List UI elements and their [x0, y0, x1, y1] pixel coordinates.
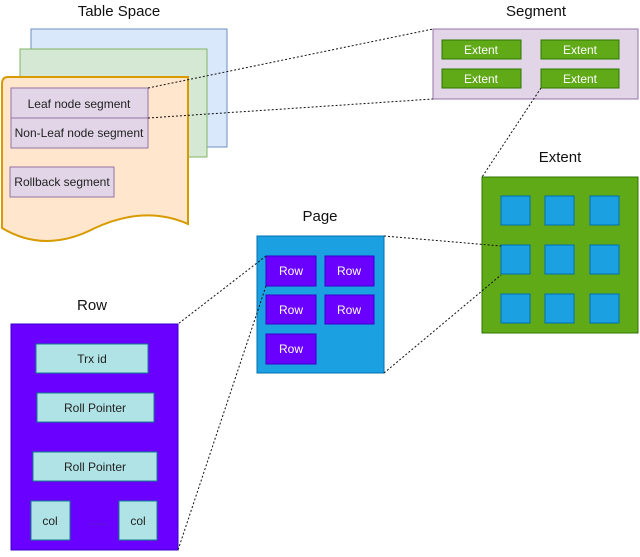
leaf-node-segment-label: Leaf node segment	[28, 97, 131, 111]
extent-page-3	[589, 195, 620, 226]
extent-page-grid	[500, 195, 620, 324]
connector-extent-page-to-page-top	[383, 235, 502, 247]
page-row-2	[324, 255, 375, 287]
page-row-4	[324, 294, 375, 325]
connector-leaf-to-segment-top	[147, 28, 434, 89]
rollback-segment-box	[9, 166, 115, 198]
connector-segment-extent-to-extent	[481, 87, 542, 178]
segment-extent-2	[540, 39, 620, 60]
extent-page-4	[500, 244, 531, 275]
leaf-node-segment-box	[10, 87, 149, 119]
connector-extent-page-to-page-bottom	[383, 274, 502, 374]
roll-pointer-field-2	[32, 451, 158, 482]
extent-page-2	[544, 195, 575, 226]
connector-page-row-to-row-top	[177, 255, 267, 325]
page-row-5-label: Row	[279, 342, 303, 356]
rollback-segment-label: Rollback segment	[14, 175, 110, 189]
trx-id-field	[35, 343, 149, 374]
page-row-1-label: Row	[279, 264, 303, 278]
roll-pointer-field-1	[36, 392, 155, 423]
col-field-1	[30, 500, 71, 541]
trx-id-label: Trx id	[77, 352, 107, 366]
col-label-1: col	[42, 514, 57, 528]
roll-pointer-label-2: Roll Pointer	[64, 460, 126, 474]
extent-title: Extent	[539, 149, 582, 166]
tablespace-title: Table Space	[78, 3, 161, 20]
col-label-2: col	[130, 514, 145, 528]
extent-page-7	[500, 293, 531, 324]
segment-extent-3-label: Extent	[464, 72, 499, 86]
row-title: Row	[77, 297, 107, 314]
page-row-3-label: Row	[279, 303, 303, 317]
col-field-2	[118, 500, 158, 541]
roll-pointer-label-1: Roll Pointer	[64, 401, 126, 415]
page-row-3	[265, 294, 317, 325]
extent-page-8	[544, 293, 575, 324]
page-title: Page	[302, 208, 337, 225]
extent-page-1	[500, 195, 531, 226]
segment-title: Segment	[506, 3, 567, 20]
page-row-4-label: Row	[337, 303, 361, 317]
segment-extent-2-label: Extent	[563, 43, 598, 57]
non-leaf-node-segment-box	[10, 117, 149, 149]
page-row-5	[265, 333, 317, 365]
page-row-1	[265, 255, 317, 287]
segment-extent-1	[441, 39, 522, 60]
page-row-2-label: Row	[337, 264, 361, 278]
segment-extent-3	[441, 68, 522, 89]
extent-page-9	[589, 293, 620, 324]
extent-page-5	[544, 244, 575, 275]
col-ellipsis: ......	[89, 514, 109, 528]
non-leaf-node-segment-label: Non-Leaf node segment	[15, 126, 144, 140]
segment-extent-4-label: Extent	[563, 72, 598, 86]
connector-page-row-to-row-bottom	[177, 285, 267, 551]
extent-page-6	[589, 244, 620, 275]
segment-extent-1-label: Extent	[464, 43, 499, 57]
segment-extent-4	[540, 68, 620, 89]
